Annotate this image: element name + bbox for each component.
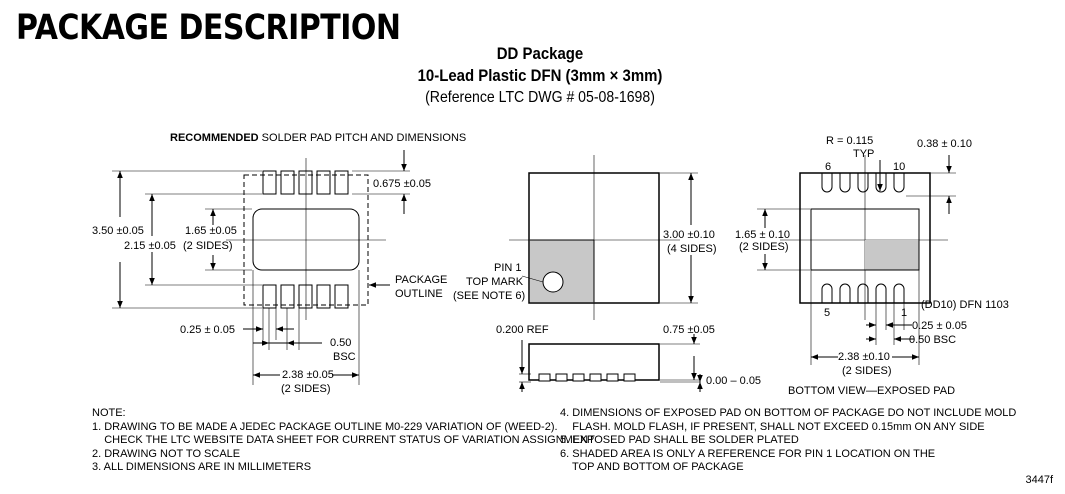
dim-165-bottom: 1.65 ± 0.10	[735, 229, 790, 241]
section-header: PACKAGE DESCRIPTION	[16, 8, 401, 49]
svg-text:RECOMMENDED SOLDER PAD PITCH A: RECOMMENDED SOLDER PAD PITCH AND DIMENSI…	[170, 132, 466, 144]
note-line: TOP AND BOTTOM OF PACKAGE	[560, 461, 744, 473]
figure-id: 3447f	[1025, 474, 1053, 486]
dim-0200: 0.200 REF	[496, 324, 549, 336]
package-code: (DD10) DFN 1103	[921, 299, 1009, 311]
package-title: DD Package	[496, 44, 584, 63]
package-outline-label-2: OUTLINE	[395, 288, 443, 300]
note-line: 3. ALL DIMENSIONS ARE IN MILLIMETERS	[92, 461, 312, 473]
solder-pad	[334, 170, 349, 195]
solder-pad	[334, 284, 349, 309]
pin1-number: 1	[901, 307, 907, 319]
package-reference: (Reference LTC DWG # 05-08-1698)	[425, 89, 655, 106]
solder-pad	[262, 170, 277, 195]
top-view	[509, 155, 703, 392]
radius-label: R = 0.115	[826, 135, 873, 147]
dim-165-bottom-note: (2 SIDES)	[739, 241, 789, 253]
dim-165-note: (2 SIDES)	[183, 240, 233, 252]
dim-300: 3.00 ±0.10	[663, 229, 715, 241]
notes-right: 4. DIMENSIONS OF EXPOSED PAD ON BOTTOM O…	[560, 407, 1016, 475]
pin1-label: PIN 1	[494, 262, 522, 274]
solder-pad	[316, 170, 331, 195]
dim-215: 2.15 ±0.05	[124, 240, 176, 252]
package-outline-label: PACKAGE	[395, 274, 447, 286]
dim-238-note: (2 SIDES)	[281, 383, 331, 395]
note-line: 4. DIMENSIONS OF EXPOSED PAD ON BOTTOM O…	[560, 407, 1017, 419]
solder-pad	[280, 170, 295, 195]
dim-075: 0.75 ±0.05	[663, 324, 715, 336]
recommended-caption: SOLDER PAD PITCH AND DIMENSIONS	[259, 132, 467, 144]
note-line: 1. DRAWING TO BE MADE A JEDEC PACKAGE OU…	[92, 420, 558, 433]
solder-pad	[262, 284, 277, 309]
dim-300-note: (4 SIDES)	[667, 243, 717, 255]
pin10-label: 10	[893, 161, 905, 173]
dim-050-bsc: BSC	[333, 351, 356, 363]
pin5-label: 5	[824, 307, 830, 319]
dim-238: 2.38 ±0.05	[282, 369, 334, 381]
note-line: CHECK THE LTC WEBSITE DATA SHEET FOR CUR…	[92, 434, 595, 446]
note-line: FLASH. MOLD FLASH, IF PRESENT, SHALL NOT…	[560, 420, 985, 433]
dim-238-bottom-note: (2 SIDES)	[842, 365, 892, 377]
notes-left: NOTE: 1. DRAWING TO BE MADE A JEDEC PACK…	[92, 407, 595, 475]
solder-pad	[280, 284, 295, 309]
solder-pad	[298, 284, 313, 309]
dim-238-bottom: 2.38 ±0.10	[838, 351, 890, 363]
solder-pad	[316, 284, 331, 309]
note-line: 6. SHADED AREA IS ONLY A REFERENCE FOR P…	[560, 447, 936, 460]
dim-025: 0.25 ± 0.05	[180, 324, 235, 336]
dim-038: 0.38 ± 0.10	[917, 138, 972, 150]
dim-050: 0.50	[330, 337, 351, 349]
typ-label: TYP	[853, 148, 874, 160]
note-line: NOTE:	[92, 407, 126, 419]
bottom-view-caption: BOTTOM VIEW—EXPOSED PAD	[788, 385, 955, 397]
pin1-label-3: (SEE NOTE 6)	[453, 290, 525, 302]
pin1-shaded-area	[530, 240, 594, 302]
dim-050-bottom: 0.50 BSC	[909, 334, 956, 346]
dim-350: 3.50 ±0.05	[92, 225, 144, 237]
recommended-caption-bold: RECOMMENDED	[170, 132, 259, 144]
pin1-mark	[542, 271, 564, 293]
dim-165: 1.65 ±0.05	[185, 225, 237, 237]
note-line: 2. DRAWING NOT TO SCALE	[92, 447, 241, 460]
note-line: 5. EXPOSED PAD SHALL BE SOLDER PLATED	[560, 434, 799, 446]
dim-025-bottom: 0.25 ± 0.05	[912, 320, 967, 332]
pin1-label-2: TOP MARK	[466, 276, 524, 288]
pin6-label: 6	[825, 161, 831, 173]
recommended-footprint	[112, 150, 410, 385]
dim-0675: 0.675 ±0.05	[373, 178, 431, 190]
package-subtitle: 10-Lead Plastic DFN (3mm × 3mm)	[417, 66, 663, 85]
dim-000: 0.00 – 0.05	[706, 375, 761, 387]
solder-pad	[298, 170, 313, 195]
bottom-view	[757, 155, 956, 365]
